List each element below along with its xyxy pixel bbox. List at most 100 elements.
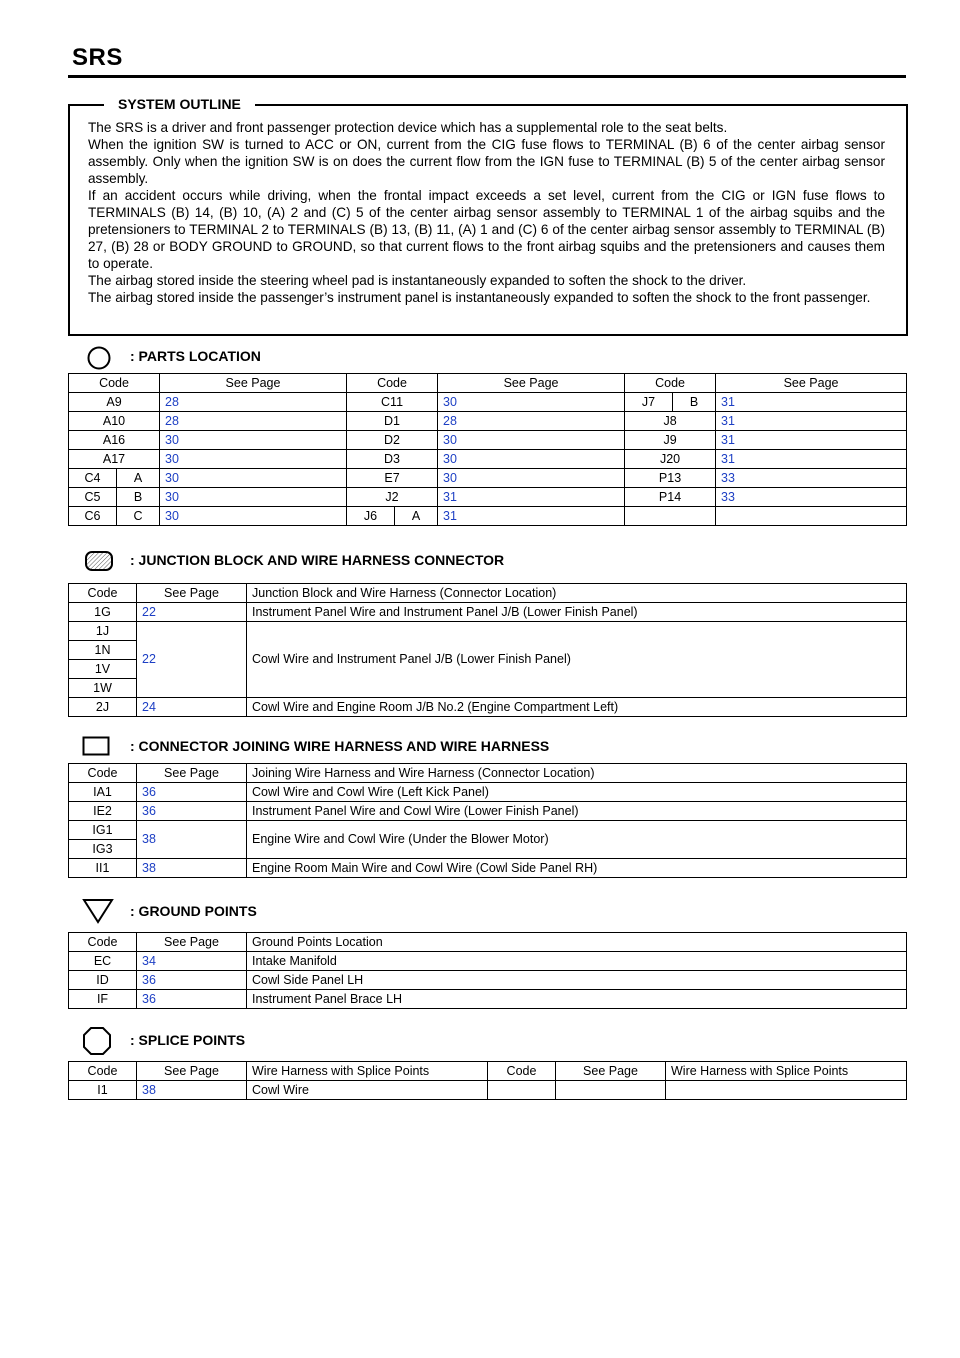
description-cell: Engine Wire and Cowl Wire (Under the Blo… bbox=[246, 820, 907, 859]
see-page-cell: 28 bbox=[159, 392, 348, 412]
sub-code-cell: B bbox=[672, 392, 717, 412]
see-page-cell: 31 bbox=[437, 487, 626, 507]
header-cell: See Page bbox=[715, 373, 908, 393]
see-page-cell: 28 bbox=[159, 411, 348, 431]
header-cell: Code bbox=[68, 932, 137, 952]
description-cell: Cowl Wire bbox=[246, 1080, 488, 1100]
code-cell: 1N bbox=[68, 640, 137, 660]
code-cell: 1W bbox=[68, 678, 137, 698]
header-cell: Code bbox=[68, 583, 137, 603]
see-page-cell: 30 bbox=[437, 468, 626, 488]
description-cell: Engine Room Main Wire and Cowl Wire (Cow… bbox=[246, 858, 907, 878]
table-header-row: Code See Page Wire Harness with Splice P… bbox=[68, 1061, 907, 1081]
description-cell: Cowl Wire and Cowl Wire (Left Kick Panel… bbox=[246, 782, 907, 802]
sub-code-cell: B bbox=[115, 487, 161, 507]
table-header-row: Code See Page Ground Points Location bbox=[68, 932, 907, 952]
code-cell: C4 bbox=[68, 468, 117, 488]
see-page-cell: 30 bbox=[159, 468, 348, 488]
code-cell: J7 bbox=[624, 392, 674, 412]
table-header-row: Code See Page Code See Page Code See Pag… bbox=[67, 373, 908, 393]
system-outline-box bbox=[68, 104, 908, 336]
header-cell: Wire Harness with Splice Points bbox=[246, 1061, 488, 1081]
outline-paragraph: The SRS is a driver and front passenger … bbox=[88, 120, 728, 135]
ground-points-heading: : GROUND POINTS bbox=[130, 903, 257, 919]
octagon-icon bbox=[83, 1027, 111, 1055]
code-cell bbox=[624, 506, 717, 526]
see-page-cell: 36 bbox=[136, 801, 247, 821]
header-cell: Code bbox=[487, 1061, 556, 1081]
header-cell: See Page bbox=[159, 373, 348, 393]
code-cell: 1V bbox=[68, 659, 137, 679]
system-outline-legend: SYSTEM OUTLINE bbox=[104, 95, 255, 113]
sub-code-cell: C bbox=[115, 506, 161, 526]
rectangle-icon bbox=[82, 736, 110, 756]
code-cell: C6 bbox=[68, 506, 117, 526]
see-page-cell: 31 bbox=[715, 392, 908, 412]
code-cell: I1 bbox=[68, 1080, 137, 1100]
code-cell: J9 bbox=[624, 430, 717, 450]
code-cell: 1G bbox=[68, 602, 137, 622]
header-cell: Ground Points Location bbox=[246, 932, 907, 952]
parts-location-body: Code See Page Code See Page Code See Pag… bbox=[67, 373, 908, 526]
code-cell: IA1 bbox=[68, 782, 137, 802]
parts-location-table: Code See Page Code See Page Code See Pag… bbox=[67, 373, 908, 526]
outline-paragraph: The airbag stored inside the passenger’s… bbox=[88, 290, 871, 305]
splice-points-table: Code See Page Wire Harness with Splice P… bbox=[68, 1061, 907, 1100]
see-page-cell bbox=[555, 1080, 666, 1100]
description-cell: Instrument Panel Brace LH bbox=[246, 989, 907, 1009]
see-page-cell: 36 bbox=[136, 989, 247, 1009]
header-cell: See Page bbox=[136, 583, 247, 603]
header-cell: See Page bbox=[136, 763, 247, 783]
code-cell: A10 bbox=[67, 411, 161, 431]
code-cell: 2J bbox=[68, 697, 137, 717]
code-cell: IE2 bbox=[68, 801, 137, 821]
code-cell: D3 bbox=[346, 449, 439, 469]
see-page-cell: 36 bbox=[136, 782, 247, 802]
description-cell: Instrument Panel Wire and Cowl Wire (Low… bbox=[246, 801, 907, 821]
see-page-cell: 30 bbox=[159, 430, 348, 450]
see-page-cell: 30 bbox=[159, 487, 348, 507]
header-cell: See Page bbox=[136, 1061, 247, 1081]
header-cell: Wire Harness with Splice Points bbox=[665, 1061, 907, 1081]
splice-points-heading: : SPLICE POINTS bbox=[130, 1032, 246, 1048]
code-cell: 1J bbox=[68, 621, 137, 641]
code-cell: D2 bbox=[346, 430, 439, 450]
see-page-cell: 33 bbox=[715, 487, 908, 507]
code-cell: E7 bbox=[346, 468, 439, 488]
header-cell: Code bbox=[68, 1061, 137, 1081]
code-cell: ID bbox=[68, 970, 137, 990]
table-header-row: Code See Page Joining Wire Harness and W… bbox=[68, 763, 907, 783]
rounded-rect-icon bbox=[85, 551, 113, 571]
code-cell: IG3 bbox=[68, 839, 137, 859]
see-page-cell: 38 bbox=[136, 820, 247, 859]
see-page-cell: 38 bbox=[136, 1080, 247, 1100]
outline-paragraph: If an accident occurs while driving, whe… bbox=[88, 188, 885, 271]
header-cell: Joining Wire Harness and Wire Harness (C… bbox=[246, 763, 907, 783]
junction-block-heading: : JUNCTION BLOCK AND WIRE HARNESS CONNEC… bbox=[130, 552, 505, 568]
see-page-cell: 33 bbox=[715, 468, 908, 488]
code-cell: A9 bbox=[67, 392, 161, 412]
code-cell: IF bbox=[68, 989, 137, 1009]
code-cell: II1 bbox=[68, 858, 137, 878]
code-cell: P13 bbox=[624, 468, 717, 488]
description-cell bbox=[665, 1080, 907, 1100]
connector-joining-table: Code See Page Joining Wire Harness and W… bbox=[68, 763, 907, 878]
see-page-cell: 30 bbox=[159, 506, 348, 526]
outline-paragraph: The airbag stored inside the steering wh… bbox=[88, 273, 747, 288]
header-cell: Code bbox=[68, 763, 137, 783]
header-cell: See Page bbox=[136, 932, 247, 952]
see-page-cell: 22 bbox=[136, 621, 247, 698]
